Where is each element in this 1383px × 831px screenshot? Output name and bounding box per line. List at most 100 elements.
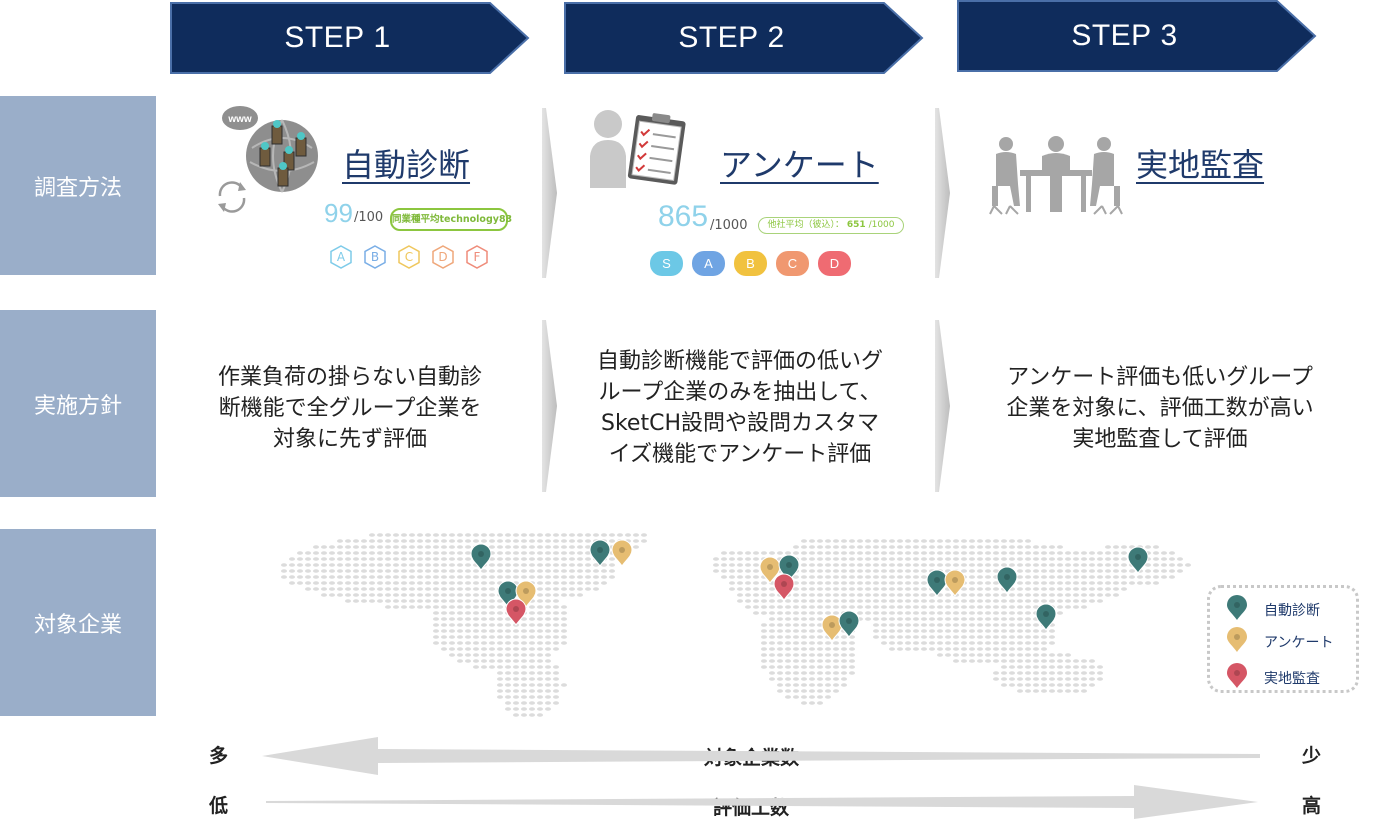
- refresh-icon: [218, 181, 246, 213]
- map-pin-auto-dot: [1004, 574, 1010, 580]
- map-pin-survey-dot: [829, 622, 835, 628]
- map-pin-survey: [944, 569, 966, 597]
- meeting-table-icon: [989, 136, 1123, 215]
- survey-average-max: /1000: [868, 220, 895, 230]
- map-pin-auto: [470, 543, 492, 571]
- map-pin-auto: [1035, 603, 1057, 631]
- step-1-arrow-shape: [170, 1, 530, 74]
- map-pin-survey-dot: [523, 588, 529, 594]
- policy-step2: 自動診断機能で評価の低いグ ループ企業のみを抽出して、 SketCH設問や設問カ…: [560, 346, 920, 470]
- map-pin-auto-dot: [505, 588, 511, 594]
- audit-title[interactable]: 実地監査: [1136, 146, 1265, 184]
- survey-average-badge: 他社平均（彼込）： 651 /1000: [758, 217, 904, 234]
- legend-label: 実地監査: [1264, 671, 1320, 687]
- policy-step2-line: SketCH設問や設問カスタマ: [601, 411, 879, 436]
- row-label-method: 調査方法: [0, 96, 156, 275]
- map-pin-audit: [505, 598, 527, 626]
- auto-score: 99: [324, 198, 353, 228]
- map-pin-survey-dot: [952, 577, 958, 583]
- survey-grade-a: A: [692, 251, 725, 276]
- map-pin-survey-dot: [619, 547, 625, 553]
- map-pin-auto-dot: [846, 618, 852, 624]
- policy-step2-line: 自動診断機能で評価の低いグ: [596, 349, 883, 374]
- policy-step1: 作業負荷の掛らない自動診 断機能で全グループ企業を 対象に先ず評価: [180, 362, 520, 455]
- effort-axis-arrow: [266, 785, 1258, 819]
- separator-chevron-2a: [935, 108, 950, 278]
- auto-grade-a: A: [329, 245, 353, 269]
- map-pin-survey: [821, 614, 843, 642]
- policy-step2-line: イズ機能でアンケート評価: [608, 442, 872, 467]
- survey-average-prefix: 他社平均（彼込）：: [767, 220, 845, 230]
- map-pin-auto-dot: [597, 547, 603, 553]
- step-2-header: STEP 2: [564, 1, 924, 74]
- legend-pin-0: [1226, 595, 1248, 626]
- legend-pin-2: [1226, 663, 1248, 694]
- row-label-policy: 実施方針: [0, 310, 156, 497]
- policy-step2-line: ループ企業のみを抽出して、: [598, 380, 882, 405]
- step-1-label: STEP 1: [284, 21, 391, 54]
- count-axis-arrow: [262, 737, 1260, 775]
- map-pin-audit-dot: [513, 606, 519, 612]
- step-2-arrow-shape: [564, 1, 924, 74]
- policy-step1-line: 対象に先ず評価: [272, 427, 427, 452]
- step-1-header: STEP 1: [170, 1, 530, 74]
- map-pin-auto: [589, 539, 611, 567]
- survey-grade-c: C: [776, 251, 809, 276]
- auto-grade-f: F: [465, 245, 489, 269]
- auto-industry-badge: 同業種平均technology83: [390, 208, 512, 231]
- separator-chevron-2b: [935, 320, 950, 492]
- survey-score: 865: [658, 200, 709, 233]
- step-3-label: STEP 3: [1071, 19, 1178, 52]
- policy-step1-line: 作業負荷の掛らない自動診: [217, 365, 482, 390]
- effort-axis-right: 高: [1302, 795, 1322, 817]
- map-pin-auto: [996, 566, 1018, 594]
- survey-title[interactable]: アンケート: [720, 146, 879, 184]
- policy-step3: アンケート評価も低いグループ 企業を対象に、評価工数が高い 実地監査して評価: [960, 362, 1360, 455]
- step-3-header: STEP 3: [957, 0, 1317, 72]
- policy-step1-line: 断機能で全グループ企業を: [218, 396, 482, 421]
- map-pin-survey-dot: [767, 564, 773, 570]
- count-axis-left: 多: [209, 745, 229, 767]
- map-pin-survey: [611, 539, 633, 567]
- map-pin-audit-dot: [781, 581, 787, 587]
- survey-score-max: /1000: [710, 218, 748, 233]
- step-3-arrow-shape: [957, 0, 1317, 72]
- policy-step3-line: 企業を対象に、評価工数が高い: [1006, 396, 1314, 421]
- legend-label: アンケート: [1264, 635, 1334, 651]
- auto-grade-d: D: [431, 245, 455, 269]
- separator-chevron-1b: [542, 320, 557, 492]
- auto-score-max: /100: [354, 210, 384, 225]
- map-pin-survey: [759, 556, 781, 584]
- survey-grade-s: S: [650, 251, 683, 276]
- count-axis-right: 少: [1302, 745, 1322, 767]
- survey-grade-d: D: [818, 251, 851, 276]
- legend-label: 自動診断: [1264, 603, 1320, 619]
- map-pin-auto-dot: [934, 577, 940, 583]
- map-pin-auto-dot: [1043, 611, 1049, 617]
- map-legend: [1207, 585, 1359, 693]
- survey-grade-b: B: [734, 251, 767, 276]
- step-2-label: STEP 2: [678, 21, 785, 54]
- survey-average-value: 651: [846, 220, 866, 230]
- map-pin-auto-dot: [786, 562, 792, 568]
- separator-chevron-1a: [542, 108, 557, 278]
- map-pin-auto: [838, 610, 860, 638]
- auto-diagnosis-title[interactable]: 自動診断: [342, 146, 471, 184]
- policy-step3-line: 実地監査して評価: [1072, 427, 1248, 452]
- map-pin-layer: [470, 539, 1149, 642]
- effort-axis-left: 低: [209, 795, 229, 817]
- map-pin-audit: [773, 573, 795, 601]
- map-pin-auto-dot: [478, 551, 484, 557]
- auto-grade-c: C: [397, 245, 421, 269]
- legend-pin-1: [1226, 627, 1248, 658]
- row-label-target: 対象企業: [0, 529, 156, 716]
- svg-text:www: www: [227, 114, 252, 125]
- globe-server-icon: www: [218, 106, 318, 213]
- www-badge-icon: [222, 106, 258, 130]
- policy-step3-line: アンケート評価も低いグループ: [1007, 365, 1313, 390]
- clipboard-person-icon: [590, 110, 686, 188]
- map-pin-auto: [926, 569, 948, 597]
- map-pin-auto: [1127, 546, 1149, 574]
- auto-grade-b: B: [363, 245, 387, 269]
- map-pin-auto-dot: [1135, 554, 1141, 560]
